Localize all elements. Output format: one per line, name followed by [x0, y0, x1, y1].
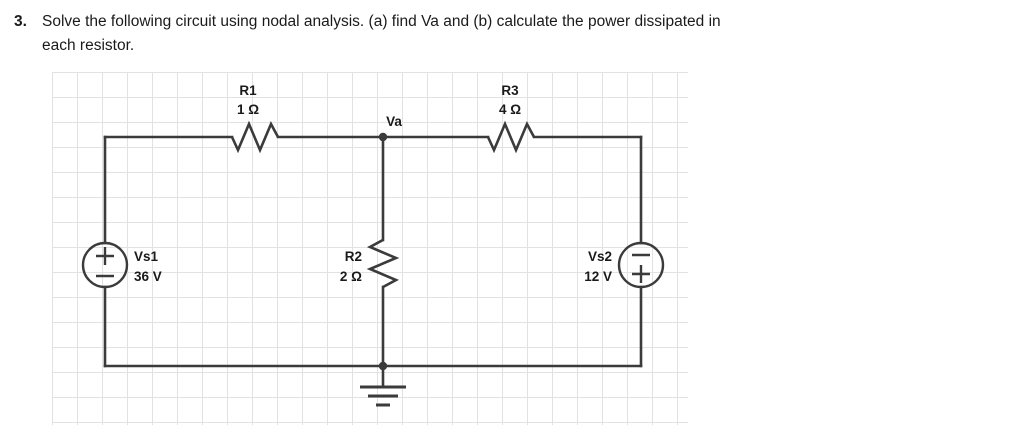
question-block: 3. Solve the following circuit using nod… [0, 0, 1024, 58]
question-line-2: each resistor. [42, 37, 135, 54]
label-node-va: Va [386, 114, 402, 129]
resistor-r3-symbol [486, 120, 536, 154]
label-r3-name: R3 [501, 83, 519, 98]
label-r1-name: R1 [239, 83, 257, 98]
label-vs1-value: 36 V [134, 269, 162, 284]
label-r2-value: 2 Ω [340, 269, 362, 284]
label-vs2-name: Vs2 [588, 249, 612, 264]
question-line-1: Solve the following circuit using nodal … [42, 13, 721, 30]
question-row: 3. Solve the following circuit using nod… [8, 10, 1016, 58]
label-vs1-name: Vs1 [134, 249, 159, 264]
question-number: 3. [14, 13, 27, 30]
question-text: Solve the following circuit using nodal … [42, 10, 1016, 58]
node-dot-va [378, 132, 388, 142]
label-vs2-value: 12 V [584, 269, 612, 284]
label-r2-name: R2 [345, 249, 362, 264]
label-r3-value: 4 Ω [499, 102, 521, 117]
label-r1-value: 1 Ω [237, 102, 259, 117]
resistor-r1-symbol [230, 120, 280, 154]
node-dot-ground [378, 361, 388, 371]
resistor-r2-symbol [366, 238, 400, 289]
